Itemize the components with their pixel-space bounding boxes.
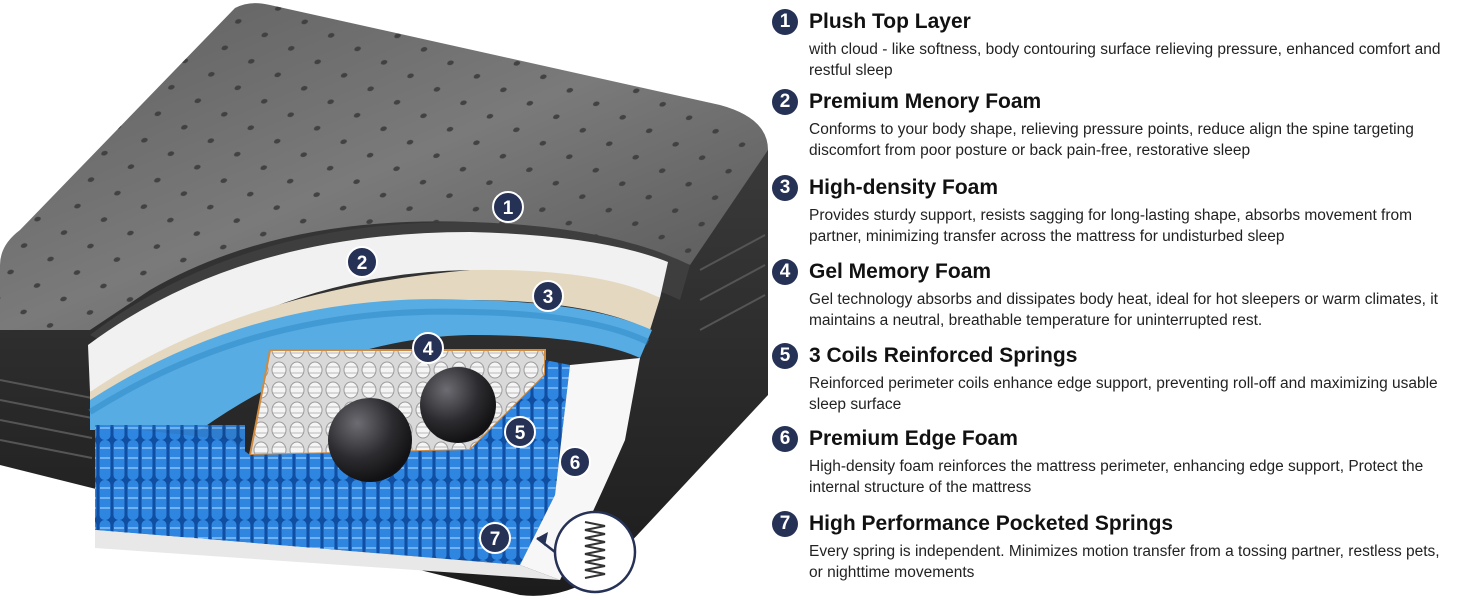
- feature-title: Gel Memory Foam: [809, 260, 992, 283]
- marker-7: 7: [479, 522, 511, 554]
- number-badge: 1: [772, 9, 798, 35]
- feature-title: Plush Top Layer: [809, 10, 971, 33]
- svg-text:1: 1: [503, 198, 514, 219]
- svg-text:2: 2: [357, 253, 368, 274]
- feature-title: High-density Foam: [809, 176, 999, 199]
- mattress-cutaway-illustration: 1 2 3 4 5 6 7: [0, 3, 768, 596]
- marker-3: 3: [532, 280, 564, 312]
- feature-title: 3 Coils Reinforced Springs: [809, 344, 1078, 367]
- feature-description: Every spring is independent. Minimizes m…: [809, 543, 1440, 581]
- svg-text:7: 7: [490, 529, 501, 550]
- weight-ball-left: [328, 398, 412, 482]
- marker-2: 2: [346, 246, 378, 278]
- number-badge: 3: [772, 175, 798, 201]
- feature-description: Provides sturdy support, resists sagging…: [809, 207, 1413, 245]
- svg-text:4: 4: [423, 339, 434, 360]
- feature-description: Conforms to your body shape, relieving p…: [809, 121, 1414, 159]
- feature-description: Reinforced perimeter coils enhance edge …: [809, 375, 1438, 413]
- svg-text:6: 6: [570, 453, 581, 474]
- number-badge: 5: [772, 343, 798, 369]
- svg-text:5: 5: [515, 423, 526, 444]
- edge-foam-front: [95, 530, 560, 580]
- number-badge: 2: [772, 89, 798, 115]
- feature-title: Premium Menory Foam: [809, 90, 1042, 113]
- marker-6: 6: [559, 446, 591, 478]
- spring-icon: [584, 521, 606, 579]
- marker-5: 5: [504, 416, 536, 448]
- svg-text:3: 3: [543, 287, 554, 308]
- number-badge: 7: [772, 511, 798, 537]
- feature-description: Gel technology absorbs and dissipates bo…: [809, 291, 1438, 329]
- feature-title: High Performance Pocketed Springs: [809, 512, 1174, 535]
- weight-ball-right: [420, 367, 496, 443]
- mattress-side-stitching: [0, 234, 766, 459]
- marker-4: 4: [412, 332, 444, 364]
- marker-1: 1: [492, 191, 524, 223]
- feature-description: with cloud - like softness, body contour…: [809, 41, 1441, 79]
- number-badge: 6: [772, 426, 798, 452]
- feature-title: Premium Edge Foam: [809, 427, 1018, 450]
- layer-gel-foam: [90, 299, 652, 430]
- layer-memory-foam: [88, 232, 668, 392]
- layer-feature-list: 1 Plush Top Layer with cloud - like soft…: [768, 0, 1458, 600]
- feature-description: High-density foam reinforces the mattres…: [809, 458, 1424, 496]
- number-badge: 4: [772, 259, 798, 285]
